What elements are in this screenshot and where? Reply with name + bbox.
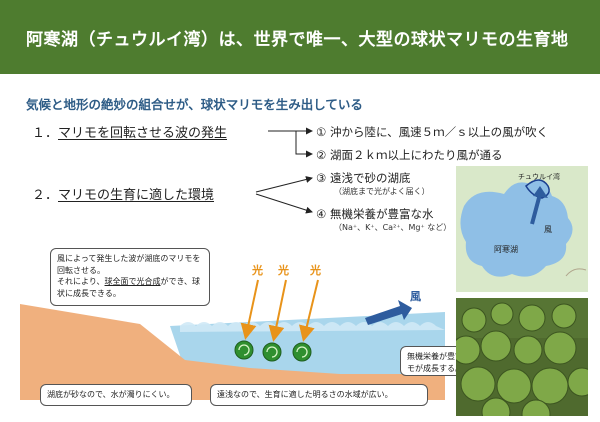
reason-4: ④ 無機栄養が豊富な水 — [316, 207, 434, 221]
wind-arrow — [365, 300, 412, 325]
reason-2: ② 湖面２ｋｍ以上にわたり風が通る — [316, 148, 503, 162]
connector-arrow — [255, 176, 313, 193]
marimo-ball — [292, 342, 312, 362]
map-road — [565, 268, 587, 277]
reason-1: ① 沖から陸に、風速５ｍ／ｓ以上の風が吹く — [316, 125, 549, 139]
section-subtitle: 気候と地形の絶妙の組合せが、球状マリモを生み出している — [26, 97, 363, 112]
reason-3-note: （湖底まで光がよく届く） — [334, 187, 430, 196]
marimo-photo — [456, 298, 588, 416]
light-arrow — [240, 279, 259, 340]
marimo-ball — [234, 340, 254, 360]
map-wind-arrow-head — [533, 186, 548, 198]
callout-sandy-bottom: 湖底が砂なので、水が濁りにくい。 — [40, 384, 192, 406]
page-title: 阿寒湖（チュウルイ湾）は、世界で唯一、大型の球状マリモの生育地 — [26, 29, 569, 50]
bay-label: チュウルイ湾 — [518, 172, 560, 181]
light-label: 光 — [309, 263, 321, 277]
lake-akan-map: チュウルイ湾 風 阿寒湖 — [456, 166, 588, 292]
wind-label: 風 — [410, 290, 421, 303]
point-number: ２． — [32, 188, 59, 203]
callout-wave-rotation: 風によって発生した波が湖底のマリモを回転させる。 それにより、球全面で光合成がで… — [50, 248, 210, 306]
map-wind-label: 風 — [544, 225, 552, 234]
connector-arrow — [255, 193, 313, 214]
light-arrow — [299, 279, 319, 342]
point-number: １． — [32, 126, 59, 141]
callout-shallow-water: 遠浅なので、生育に適した明るさの水域が広い。 — [210, 384, 428, 406]
reason-4-note: （Na⁺、K⁺、Ca²⁺、Mg⁺ など） — [334, 223, 452, 232]
point-1: １．マリモを回転させる波の発生 — [32, 122, 227, 141]
light-arrow — [268, 279, 287, 342]
marimo-cluster — [456, 302, 588, 416]
point-2: ２．マリモの生育に適した環境 — [32, 184, 214, 203]
photosynthesis-highlight: 球全面で光合成 — [104, 277, 161, 287]
light-label: 光 — [251, 263, 263, 277]
callout-text: 風によって発生した波が湖底のマリモを回転させる。 — [57, 254, 201, 275]
map-wind-arrow — [530, 193, 542, 225]
marimo-ball — [262, 342, 282, 362]
light-label: 光 — [277, 263, 289, 277]
point-text: マリモを回転させる波の発生 — [58, 126, 228, 141]
lake-cross-section: 光 光 光 風 — [20, 263, 445, 400]
lake-shape — [460, 182, 573, 277]
point-text: マリモの生育に適した環境 — [58, 188, 215, 203]
connector-arrow — [295, 131, 313, 158]
sandy-lake-bottom — [20, 304, 445, 400]
reason-3: ③ 遠浅で砂の湖底 — [316, 171, 411, 185]
lake-label: 阿寒湖 — [494, 244, 518, 254]
header-banner: 阿寒湖（チュウルイ湾）は、世界で唯一、大型の球状マリモの生育地 — [0, 0, 600, 74]
callout-text: それにより、球全面で光合成ができ、球状に成長できる。 — [57, 277, 200, 298]
